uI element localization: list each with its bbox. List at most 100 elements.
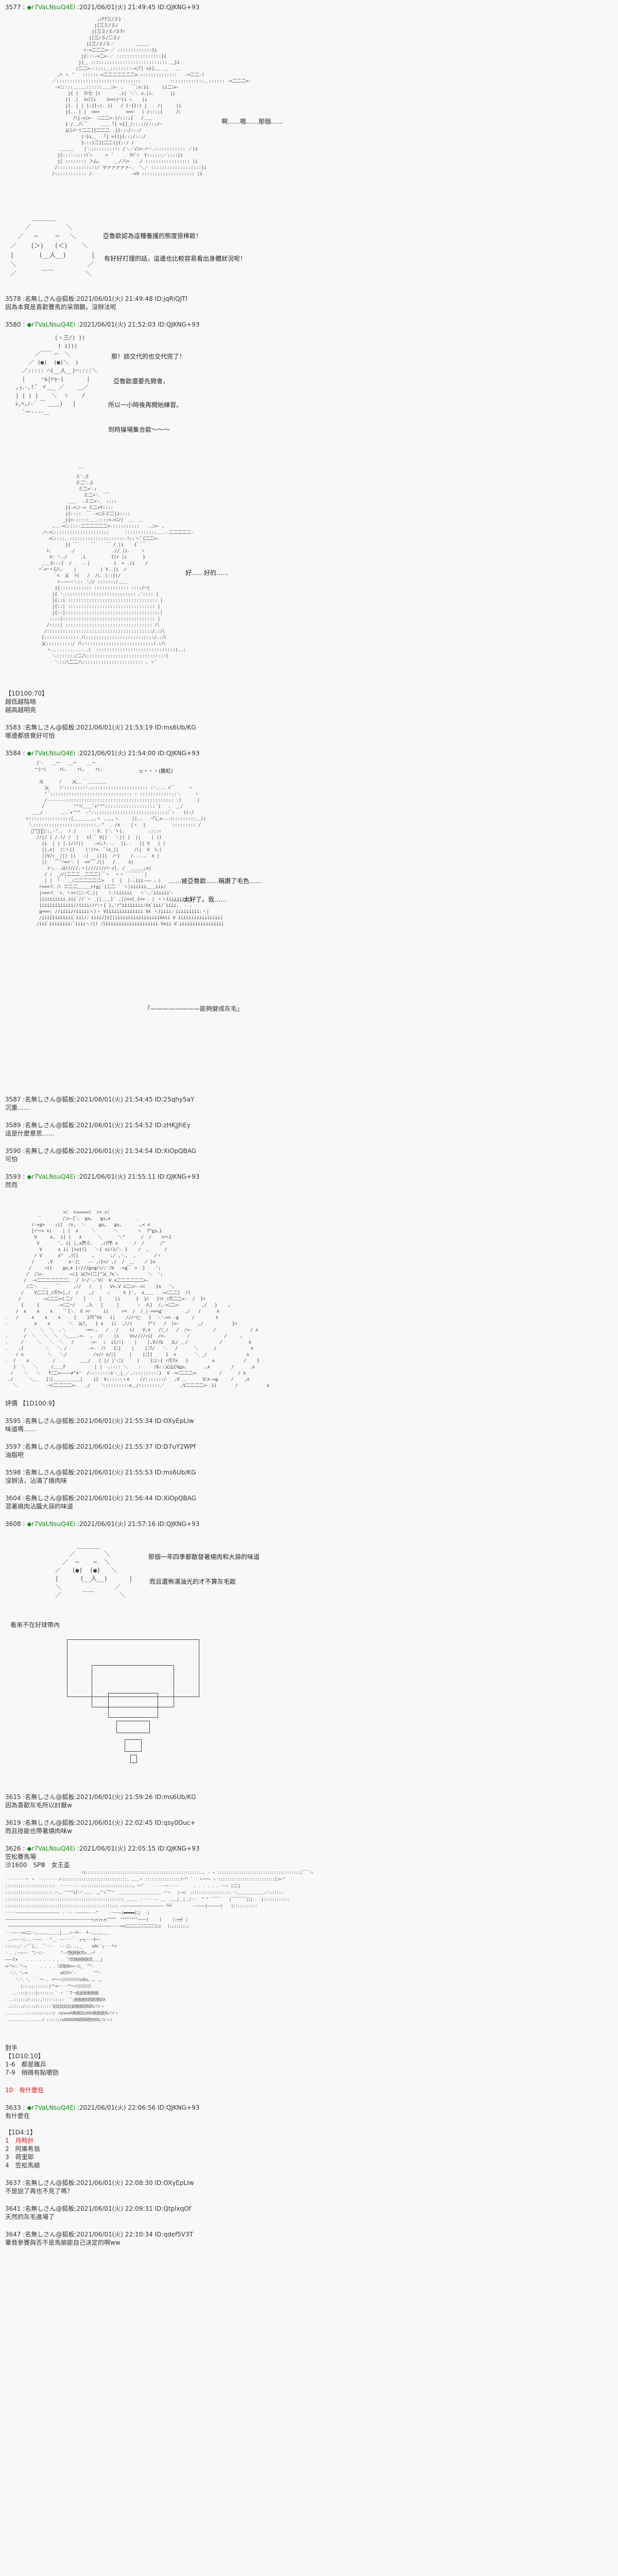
post-header: 3598 :名無しさん@狐板:2021/06/01(火) 21:55:53 ID…: [5, 1469, 196, 1476]
post-3583: 3583 :名無しさん@狐板:2021/06/01(火) 21:53:19 ID…: [5, 723, 618, 740]
post-date: 2021/06/01(火) 22:09:31: [76, 2205, 153, 2212]
post-body: 然而: [5, 1181, 18, 1189]
post-body: 哪邊都感覺好可怕: [5, 732, 55, 739]
post-number[interactable]: 3578: [5, 295, 21, 302]
post-number[interactable]: 3615: [5, 1793, 21, 1801]
poster-name: ◆r7VaLNsuQ4Ei: [27, 750, 76, 757]
post-number[interactable]: 3626: [5, 1845, 21, 1852]
poster-name: ◆r7VaLNsuQ4Ei: [27, 4, 76, 11]
post-header: 3615 :名無しさん@狐板:2021/06/01(火) 21:59:26 ID…: [5, 1793, 196, 1801]
poster-id[interactable]: ID:QJKNG+93: [158, 750, 200, 757]
poster-id[interactable]: ID:XiOpQBAG: [154, 1495, 196, 1502]
post-number[interactable]: 3647: [5, 2231, 21, 2238]
poster-name: ◆r7VaLNsuQ4Ei: [27, 1173, 76, 1180]
poster-id[interactable]: ID:ms6Ub/KG: [154, 724, 196, 731]
post-date: 2021/06/01(火) 21:54:54: [76, 1147, 153, 1155]
poster-id[interactable]: ID:QJKNG+93: [158, 1845, 200, 1852]
roll-option: 2 阿庫希翁: [5, 2145, 40, 2153]
post-3587: 3587 :名無しさん@狐板:2021/06/01(火) 21:54:45 ID…: [5, 1095, 618, 1112]
post-date: 2021/06/01(火) 21:54:00: [79, 750, 156, 757]
post-number[interactable]: 3587: [5, 1096, 21, 1103]
post-date: 2021/06/01(火) 21:49:45: [79, 4, 156, 11]
poster-id[interactable]: ID:ms6Ub/KG: [154, 1469, 196, 1476]
poster-id[interactable]: ID:jqRiQJTI: [154, 295, 187, 302]
post-date: 2021/06/01(火) 21:55:34: [76, 1417, 153, 1425]
post-body: 混著燒肉沾醬大蒜的味道: [5, 1503, 74, 1510]
zone-box-1: [67, 1639, 199, 1697]
post-number[interactable]: 3595: [5, 1417, 21, 1425]
post-date: 2021/06/01(火) 22:02:45: [76, 1819, 153, 1826]
post-number[interactable]: 3580: [5, 321, 21, 328]
post-3647: 3647 :名無しさん@狐板:2021/06/01(火) 22:10:34 ID…: [5, 2230, 618, 2247]
post-number[interactable]: 3604: [5, 1495, 21, 1502]
post-date: 2021/06/01(火) 21:53:19: [76, 724, 153, 731]
ascii-art-racetrack: ⌒i::::::::::::::::::::::::::::::::::::::…: [5, 1870, 314, 2022]
post-date: 2021/06/01(火) 22:05:15: [79, 1845, 156, 1852]
post-number[interactable]: 3608: [5, 1520, 21, 1528]
speech-text: 那！該交代的也交代完了！: [111, 353, 186, 360]
post-date: 2021/06/01(火) 21:55:53: [76, 1469, 153, 1476]
post-date: 2021/06/01(火) 21:49:48: [76, 295, 153, 302]
post-body: 不是說了再也不見了嗎？: [5, 2188, 74, 2195]
ascii-art-hat-character: ,ｨff三/彡} j[三ミ/彡/ j[三ミ/彡/彡fｨ j[三/彡/二彡/ j[…: [52, 17, 284, 177]
roll-option: 3 荷里耶: [5, 2154, 34, 2161]
post-body: 有什麼在: [5, 2112, 30, 2120]
ascii-art-face: ＿＿＿＿ ／ ＼ ／ ⌒ ⌒ ＼ ／ (＞) (＜) ＼ | (__人__) |…: [10, 214, 247, 277]
post-number[interactable]: 3619: [5, 1819, 21, 1826]
poster-id[interactable]: ID:QJKNG+93: [158, 1520, 200, 1528]
post-number[interactable]: 3598: [5, 1469, 21, 1476]
post-number[interactable]: 3641: [5, 2205, 21, 2212]
post-date: 2021/06/01(火) 21:56:44: [76, 1495, 153, 1502]
post-number[interactable]: 3589: [5, 1122, 21, 1129]
speech-text: 啊……嗯……那個……: [221, 118, 284, 125]
post-number[interactable]: 3590: [5, 1147, 21, 1155]
post-body: 可怕: [5, 1156, 18, 1163]
post-number[interactable]: 3597: [5, 1443, 21, 1450]
dice-roll: 【1D4:1】: [5, 2129, 37, 2136]
post-3637: 3637 :名無しさん@狐板:2021/06/01(火) 22:08:30 ID…: [5, 2179, 618, 2195]
zone-box-3: [108, 1693, 158, 1718]
poster-id[interactable]: ID:25qhy5aY: [154, 1096, 195, 1103]
poster-id[interactable]: ID:zHKjJhEy: [154, 1122, 191, 1129]
poster-id[interactable]: ID:QJKNG+93: [158, 321, 200, 328]
post-number[interactable]: 3593: [5, 1173, 21, 1180]
poster-id[interactable]: ID:OXyEpLIw: [154, 2179, 194, 2187]
poster-id[interactable]: ID:QJKNG+93: [158, 1173, 200, 1180]
post-number[interactable]: 3577: [5, 4, 21, 11]
speech-text: 亞魯歐認為這種養護的態度很棒歐！: [103, 232, 202, 240]
post-3615: 3615 :名無しさん@狐板:2021/06/01(火) 21:59:26 ID…: [5, 1793, 618, 1809]
post-header: 3578 :名無しさん@狐板:2021/06/01(火) 21:49:48 ID…: [5, 295, 187, 302]
dice-roll: 【1D10:10】: [5, 2053, 44, 2060]
poster-id[interactable]: ID:QJKNG+93: [158, 4, 200, 11]
poster-id[interactable]: ID:qsy0Duc+: [154, 1819, 196, 1826]
poster-id[interactable]: ID:QtplxqOf: [154, 2205, 191, 2212]
post-3641: 3641 :名無しさん@狐板:2021/06/01(火) 22:09:31 ID…: [5, 2205, 618, 2221]
poster-id[interactable]: ID:ms6Ub/KG: [154, 1793, 196, 1801]
poster-id[interactable]: ID:qdef5V3T: [154, 2231, 194, 2238]
poster-id[interactable]: ID:OXyEpLIw: [154, 1417, 194, 1425]
post-header: 3641 :名無しさん@狐板:2021/06/01(火) 22:09:31 ID…: [5, 2205, 191, 2212]
ascii-art-blush: |＼ ＿ᅩ ＿ᅩ ＿ᅩ ￢|⌒) rﾚ, rﾚ, rﾚ, 乂 ﾉ 乂＿ ﾞ ＿＿…: [26, 761, 262, 927]
post-number[interactable]: 3637: [5, 2179, 21, 2187]
post-number[interactable]: 3583: [5, 724, 21, 731]
post-header: 3590 :名無しさん@狐板:2021/06/01(火) 21:54:54 ID…: [5, 1147, 196, 1155]
post-header: 3589 :名無しさん@狐板:2021/06/01(火) 21:54:52 ID…: [5, 1122, 191, 1129]
post-header: 3583 :名無しさん@狐板:2021/06/01(火) 21:53:19 ID…: [5, 724, 196, 731]
thread: 3577 : ◆r7VaLNsuQ4Ei :2021/06/01(火) 21:4…: [5, 3, 618, 2247]
post-date: 2021/06/01(火) 22:10:34: [76, 2231, 153, 2238]
poster-id[interactable]: ID:QJKNG+93: [158, 2104, 200, 2111]
strike-zone-diagram: [5, 1629, 618, 1784]
post-date: 2021/06/01(火) 21:55:11: [79, 1173, 156, 1180]
post-number[interactable]: 3633: [5, 2104, 21, 2111]
poster-id[interactable]: ID:XiOpQBAG: [154, 1147, 196, 1155]
poster-id[interactable]: ID:D7uY2WPf: [154, 1443, 196, 1450]
post-header: 3595 :名無しさん@狐板:2021/06/01(火) 21:55:34 ID…: [5, 1417, 194, 1425]
post-3577: 3577 : ◆r7VaLNsuQ4Ei :2021/06/01(火) 21:4…: [5, 3, 618, 285]
speech-text: 亞魯歐還要先開會，: [113, 378, 169, 385]
ascii-art-large-character: >ﾐ r=====ﾐ r< >ﾐ ￣ /ﾆ=‐[＼ ≧s｡ ≧s｡∧ . /‐=…: [5, 1210, 269, 1388]
post-header: 3626 : ◆r7VaLNsuQ4Ei :2021/06/01(火) 22:0…: [5, 1845, 200, 1852]
post-body: 天然的灰毛進場了: [5, 2213, 55, 2221]
post-number[interactable]: 3584: [5, 750, 21, 757]
evaluation-roll: 評價 【1D100:9】: [5, 1400, 59, 1407]
poster-name: 名無しさん@狐板: [25, 724, 75, 731]
